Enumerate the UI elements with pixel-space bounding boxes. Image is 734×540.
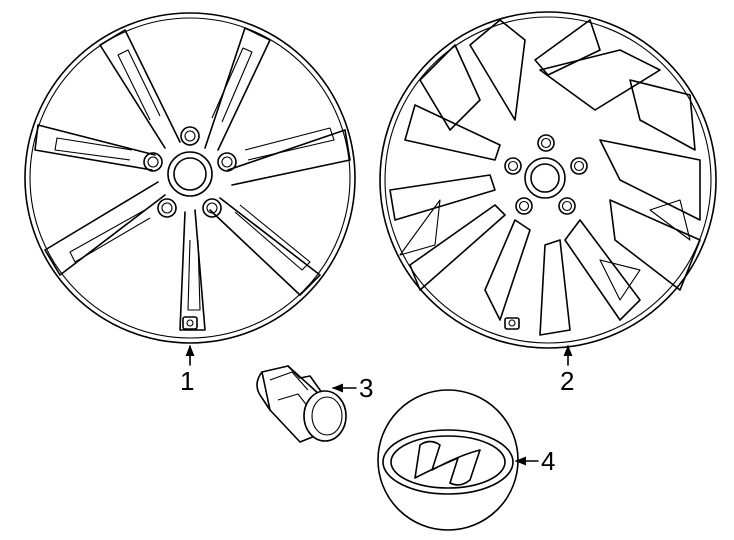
- callout-3-label: 3: [359, 373, 373, 403]
- wheel-1-lug-holes: [143, 126, 237, 218]
- wheel-1-spokes: [34, 27, 351, 331]
- wheel-2-mesh-spokes: [389, 19, 701, 336]
- callout-leaders: [185, 344, 573, 466]
- wheel-1-icon[interactable]: [24, 12, 356, 344]
- wheel-2-icon[interactable]: [379, 11, 717, 349]
- callout-2-label: 2: [560, 366, 574, 396]
- emblem-logo-icon: [382, 429, 514, 495]
- center-cap-icon[interactable]: [377, 389, 519, 531]
- callout-1-label: 1: [180, 366, 194, 396]
- callout-4-label: 4: [541, 446, 555, 476]
- wheel-2-lug-holes: [504, 134, 588, 215]
- lug-nut-icon[interactable]: [256, 365, 347, 443]
